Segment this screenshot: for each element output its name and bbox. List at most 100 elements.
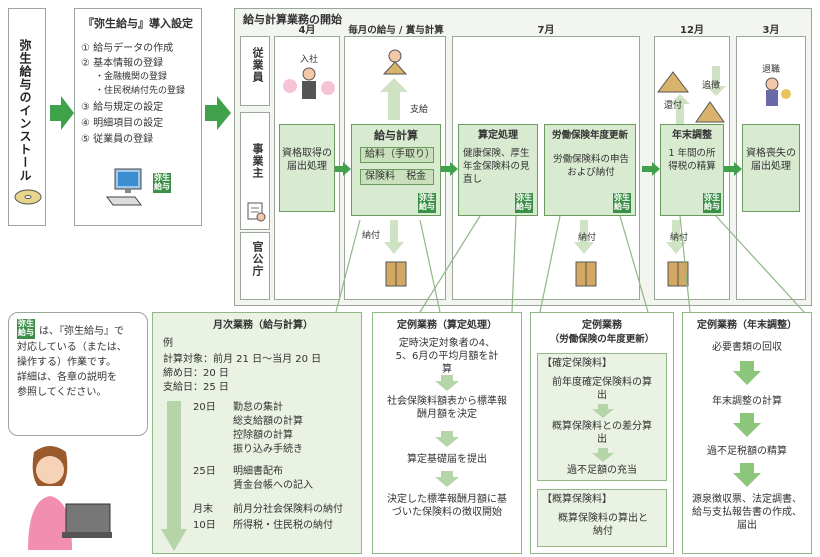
row-employer-label: 事業主 (251, 143, 264, 179)
office-building-icon-1 (385, 261, 407, 287)
santei-badge: 弥生 給与 (515, 193, 533, 213)
row-employee-label: 従業員 (251, 47, 264, 83)
note-text-4: 詳細は、各章の説明を (17, 372, 117, 383)
gaisan-step-1: 概算保険料の算出と納付 (558, 513, 648, 537)
nenmatsu-body: 1 年間の所得税の精算 (668, 148, 716, 172)
monthly-panel: 月次業務（給与計算） 例 計算対象：前月 21 日～当月 20 日 締め日：20… (152, 312, 362, 554)
kakutei-box: 【確定保険料】 前年度確定保険料の算出 概算保険料との差分算出 過不足額の充当 (537, 353, 667, 481)
note-badge: 弥生 給与 (17, 319, 35, 339)
santei-step-4: 決定した標準報酬月額に基づいた保険料の徴収開始 (387, 494, 507, 518)
payroll-title: 給与計算 (374, 129, 418, 142)
arrow-right-1 (50, 96, 74, 130)
monthly-line-2: 締め日：20 日 (163, 368, 229, 379)
pay-person-icon (382, 49, 408, 75)
santei-arrow-1 (435, 375, 459, 391)
roudou-badge: 弥生 給与 (613, 193, 631, 213)
nenmatsu-title: 年末調整 (672, 130, 712, 141)
schedule-task-2a: 明細書配布 (233, 466, 283, 477)
nenmatsu-badge: 弥生 給与 (703, 193, 721, 213)
santei-step-2: 社会保険料額表から標準報酬月額を決定 (387, 396, 507, 420)
payment-label-2: 納付 (578, 233, 597, 243)
loss-text: 資格喪失の届出処理 (746, 148, 796, 172)
office-building-icon-2 (575, 261, 597, 287)
label-collect: 追徴 (702, 81, 721, 91)
roudou-panel: 定例業務 （労働保険の年度更新） 【確定保険料】 前年度確定保険料の算出 概算保… (530, 312, 674, 554)
arrow-right-2 (205, 96, 231, 130)
down-arrow-pay-3 (666, 220, 686, 254)
setup-item-2a: ・金融機関の登録 (95, 72, 168, 82)
label-refund: 還付 (664, 101, 683, 111)
woman-with-laptop-icon (28, 446, 112, 550)
install-column: 弥生給与のインストール (8, 8, 46, 226)
down-arrow-pay-2 (574, 220, 594, 254)
loss-box: 資格喪失の届出処理 (742, 124, 800, 212)
gaisan-box: 【概算保険料】 概算保険料の算出と納付 (537, 489, 667, 547)
payroll-item-1: 給料（手取り） (360, 147, 435, 163)
setup-item-2b: ・住民税納付先の登録 (95, 86, 186, 96)
main-title: 給与計算業務の開始 (243, 13, 342, 26)
note-text-3: 操作する）作業です。 (17, 357, 116, 368)
kakutei-step-3: 過不足額の充当 (567, 465, 637, 476)
santei-arrow-3 (435, 471, 459, 487)
kakutei-step-1: 前年度確定保険料の算出 (552, 377, 652, 401)
month-dec: 12月 (680, 25, 704, 36)
roudou-title: 労働保険年度更新 (551, 130, 628, 141)
santei-panel: 定例業務（算定処理） 定時決定対象者の4、5、6月の平均月額を計算 社会保険料額… (372, 312, 522, 554)
label-retire: 退職 (762, 65, 781, 75)
row-office: 官公庁 (240, 232, 270, 300)
note-bubble: 弥生 給与 は、『弥生給与』で 対応している（または、 操作する）作業です。 詳… (8, 312, 148, 436)
row-office-label: 官公庁 (251, 241, 264, 277)
install-title: 弥生給与のインストール (18, 39, 32, 182)
retire-person-icon (765, 77, 791, 106)
nenmatsu-box: 年末調整 1 年間の所得税の精算 弥生 給与 (660, 124, 724, 216)
collect-person-icon (695, 101, 725, 123)
payment-label-1: 納付 (362, 231, 381, 241)
up-arrow-refund (670, 94, 690, 124)
schedule-task-1c: 控除額の計算 (233, 430, 293, 441)
label-join: 入社 (300, 55, 319, 65)
month-july: 7月 (537, 25, 555, 36)
label-pay: 支給 (410, 105, 429, 115)
monthly-example: 例 (163, 338, 173, 349)
month-monthly: 毎月の給与 / 賞与計算 (348, 25, 444, 36)
nenmatsu-arrow-2 (733, 413, 761, 437)
up-arrow-pay (380, 78, 408, 120)
acquire-text: 資格取得の届出処理 (282, 148, 332, 172)
nenmatsu-arrow-3 (733, 463, 761, 487)
schedule-day-1: 20日 (193, 402, 216, 413)
nenmatsu-step-3: 過不足税額の精算 (707, 446, 787, 457)
note-text-5: 参照してください。 (17, 387, 107, 398)
monthly-line-1: 計算対象：前月 21 日～当月 20 日 (163, 354, 322, 365)
santei-body: 健康保険、厚生年金保険料の見直し (463, 148, 530, 185)
setup-title: 『弥生給与』導入設定 (83, 17, 193, 30)
monthly-line-3: 支給日：25 日 (163, 382, 229, 393)
office-building-icon-3 (667, 261, 689, 287)
computer-icon (106, 168, 142, 206)
month-april: 4月 (298, 25, 316, 36)
setup-item-5: ⑤ 従業員の登録 (81, 134, 154, 145)
santei-step-1: 定時決定対象者の4、5、6月の平均月額を計算 (395, 338, 499, 375)
row-employee: 従業員 (240, 36, 270, 106)
schedule-task-1a: 勤怠の集計 (233, 402, 283, 413)
month-march: 3月 (762, 25, 780, 36)
flow-arrow-1 (335, 162, 351, 176)
payroll-item-2b: 税金 (406, 171, 427, 182)
schedule-day-3: 月末 (193, 504, 213, 515)
refund-person-icon (657, 71, 689, 93)
nenmatsu-step-1: 必要書類の回収 (712, 342, 782, 353)
santei-box: 算定処理 健康保険、厚生年金保険料の見直し 弥生 給与 (458, 124, 538, 216)
payroll-item-2: 保険料 税金 (360, 169, 434, 185)
schedule-day-4: 10日 (193, 520, 216, 531)
monthly-down-arrow (161, 401, 187, 551)
kakutei-step-2: 概算保険料との差分算出 (552, 421, 652, 445)
payroll-badge: 弥生 給与 (418, 193, 436, 213)
note-text-1: は、『弥生給与』で (39, 326, 124, 337)
document-hand-icon (247, 202, 266, 222)
nenmatsu-panel: 定例業務（年末調整） 必要書類の回収 年末調整の計算 過不足税額の精算 源泉徴収… (682, 312, 812, 554)
setup-item-4: ④ 明細項目の設定 (81, 118, 164, 129)
flow-arrow-4 (724, 162, 742, 176)
flow-arrow-3 (642, 162, 660, 176)
schedule-task-3a: 前月分社会保険料の納付 (233, 504, 343, 515)
roudou-box: 労働保険年度更新 労働保険料の申告および納付 弥生 給与 (544, 124, 636, 216)
